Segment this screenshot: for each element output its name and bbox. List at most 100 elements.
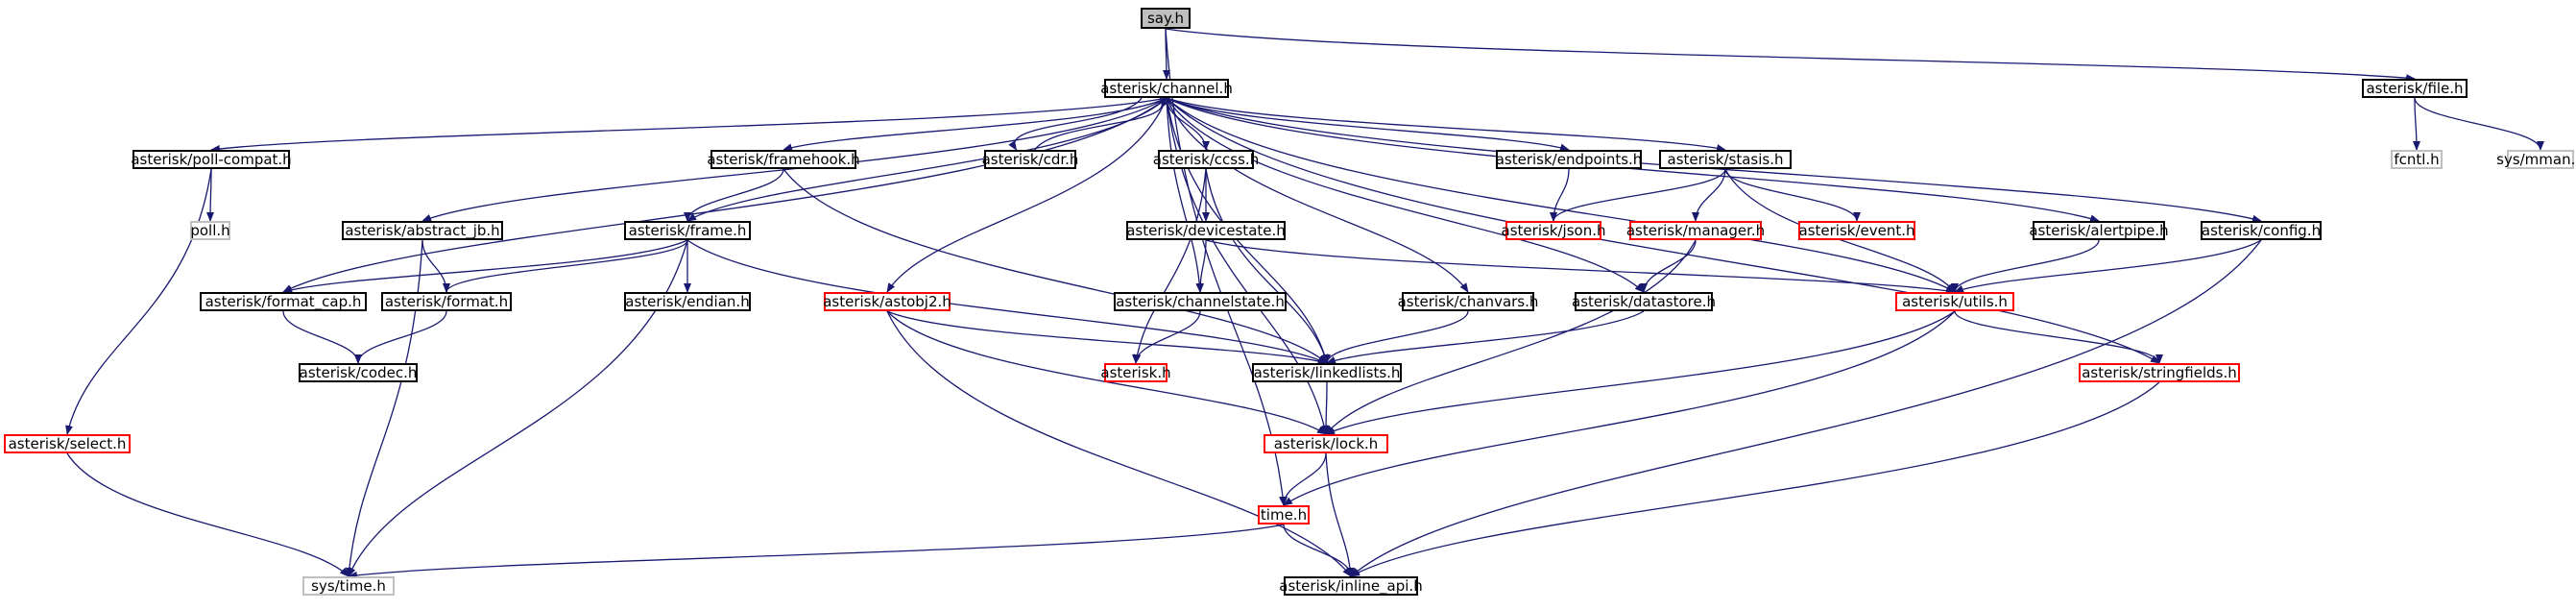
edge-file-to-fcntl [2412, 97, 2420, 151]
node-channel[interactable]: asterisk/channel.h [1100, 79, 1233, 98]
node-say[interactable]: say.h [1141, 8, 1191, 29]
node-label: asterisk/manager.h [1625, 222, 1766, 239]
node-label: asterisk.h [1100, 364, 1171, 381]
node-label: asterisk/channelstate.h [1116, 293, 1285, 310]
edge-devicestate-to-utils [1205, 239, 1956, 295]
edge-manager-to-lock [1325, 239, 1697, 435]
node-label: asterisk/file.h [2366, 80, 2464, 97]
node-label: asterisk/stringfields.h [2082, 364, 2237, 381]
node-label: asterisk/select.h [8, 435, 127, 452]
edge-pollcompat-to-poll [206, 168, 215, 222]
node-framehook[interactable]: asterisk/framehook.h [707, 150, 860, 169]
node-label: asterisk/stasis.h [1667, 151, 1784, 168]
edge-file-to-sysmman [2414, 97, 2544, 151]
edge-framehook-to-frame [684, 168, 784, 222]
node-manager[interactable]: asterisk/manager.h [1625, 221, 1766, 240]
node-abstractjb[interactable]: asterisk/abstract_jb.h [342, 221, 503, 240]
edge-devicestate-to-chanstate [1196, 239, 1207, 293]
edge-select-to-systime [66, 452, 349, 577]
node-label: asterisk/cdr.h [981, 151, 1079, 168]
edge-ccss-to-linkedlists [1205, 168, 1329, 364]
node-fcntl[interactable]: fcntl.h [2391, 150, 2443, 169]
edge-config-to-utils [1954, 239, 2262, 293]
edge-frame-to-linkedlists [686, 239, 1328, 364]
node-codec[interactable]: asterisk/codec.h [299, 363, 418, 382]
edge-say-to-file [1165, 28, 2416, 83]
edge-formatcap-to-codec [282, 310, 362, 364]
node-label: asterisk/utils.h [1902, 293, 2008, 310]
node-file[interactable]: asterisk/file.h [2362, 79, 2468, 98]
edge-frame-to-systime [348, 239, 688, 577]
node-chanstate[interactable]: asterisk/channelstate.h [1114, 292, 1287, 311]
node-poll[interactable]: poll.h [190, 221, 230, 240]
node-label: say.h [1146, 10, 1185, 27]
edge-utils-to-stringfields [1954, 310, 2163, 364]
node-endian[interactable]: asterisk/endian.h [624, 292, 751, 311]
node-label: asterisk/json.h [1501, 222, 1606, 239]
edge-channel-to-utils [1166, 97, 1956, 293]
edge-channel-to-astobj2 [886, 97, 1168, 293]
node-label: sys/time.h [311, 577, 386, 595]
edge-channel-to-pollcompat [210, 97, 1168, 153]
node-sysmman[interactable]: sys/mman.h [2496, 150, 2576, 169]
edge-stasis-to-manager [1692, 168, 1726, 222]
node-inlineapi[interactable]: asterisk/inline_api.h [1279, 576, 1423, 596]
edge-alertpipe-to-utils [1951, 239, 2100, 293]
node-frame[interactable]: asterisk/frame.h [624, 221, 751, 240]
node-label: asterisk/lock.h [1273, 435, 1379, 452]
node-event[interactable]: asterisk/event.h [1798, 221, 1915, 240]
edge-format-to-codec [354, 310, 447, 364]
node-utils[interactable]: asterisk/utils.h [1895, 292, 2014, 311]
edge-stasis-to-json [1550, 168, 1726, 222]
edge-channel-to-formatcap [282, 97, 1168, 293]
node-pollcompat[interactable]: asterisk/poll-compat.h [131, 150, 292, 169]
node-alertpipe[interactable]: asterisk/alertpipe.h [2029, 221, 2169, 240]
node-lock[interactable]: asterisk/lock.h [1264, 434, 1388, 453]
node-json[interactable]: asterisk/json.h [1502, 221, 1605, 240]
edge-channel-to-lock [1166, 97, 1329, 435]
edge-channel-to-stringfields [1166, 97, 2160, 364]
node-select[interactable]: asterisk/select.h [4, 434, 131, 453]
node-ccss[interactable]: asterisk/ccss.h [1153, 150, 1259, 169]
edge-channel-to-chanstate [1166, 97, 1204, 293]
node-chanvars[interactable]: asterisk/chanvars.h [1398, 292, 1538, 311]
node-label: asterisk/linkedlists.h [1253, 364, 1401, 381]
node-stringfields[interactable]: asterisk/stringfields.h [2079, 363, 2240, 382]
edge-datastore-to-linkedlists [1326, 310, 1645, 364]
node-devicestate[interactable]: asterisk/devicestate.h [1126, 221, 1286, 240]
node-label: asterisk/format_cap.h [205, 293, 362, 310]
edge-frame-to-formatcap [282, 239, 688, 294]
node-cdr[interactable]: asterisk/cdr.h [981, 150, 1079, 169]
edge-utils-to-lock [1325, 310, 1956, 435]
node-label: asterisk/endpoints.h [1495, 151, 1643, 168]
node-systime[interactable]: sys/time.h [302, 576, 395, 596]
node-format[interactable]: asterisk/format.h [381, 292, 512, 311]
node-formatcap[interactable]: asterisk/format_cap.h [200, 292, 367, 311]
node-asterisk[interactable]: asterisk.h [1100, 363, 1171, 382]
edge-stringfields-to-inlineapi [1350, 381, 2160, 577]
node-label: asterisk/alertpipe.h [2029, 222, 2169, 239]
edge-stasis-to-event [1724, 168, 1861, 222]
node-label: asterisk/devicestate.h [1126, 222, 1286, 239]
node-label: asterisk/frame.h [628, 222, 747, 239]
edge-channel-to-stasis [1166, 97, 1726, 153]
node-label: asterisk/astobj2.h [823, 293, 951, 310]
node-linkedlists[interactable]: asterisk/linkedlists.h [1252, 363, 1402, 382]
node-label: poll.h [190, 222, 230, 239]
edge-astobj2-to-linkedlists [886, 310, 1328, 365]
edge-utils-to-time [1283, 310, 1956, 506]
edge-lock-to-time [1280, 452, 1327, 506]
edge-lock-to-inlineapi [1325, 452, 1355, 577]
node-astobj2[interactable]: asterisk/astobj2.h [823, 292, 951, 311]
node-datastore[interactable]: asterisk/datastore.h [1572, 292, 1716, 311]
node-label: asterisk/ccss.h [1152, 151, 1260, 168]
node-label: asterisk/poll-compat.h [131, 151, 292, 168]
edge-channel-to-cdr [1008, 97, 1143, 151]
node-label: asterisk/framehook.h [707, 151, 860, 168]
node-endpoints[interactable]: asterisk/endpoints.h [1496, 150, 1642, 169]
node-stasis[interactable]: asterisk/stasis.h [1659, 150, 1792, 169]
node-config[interactable]: asterisk/config.h [2201, 221, 2322, 240]
node-time[interactable]: time.h [1258, 505, 1310, 525]
node-label: asterisk/inline_api.h [1279, 577, 1423, 595]
